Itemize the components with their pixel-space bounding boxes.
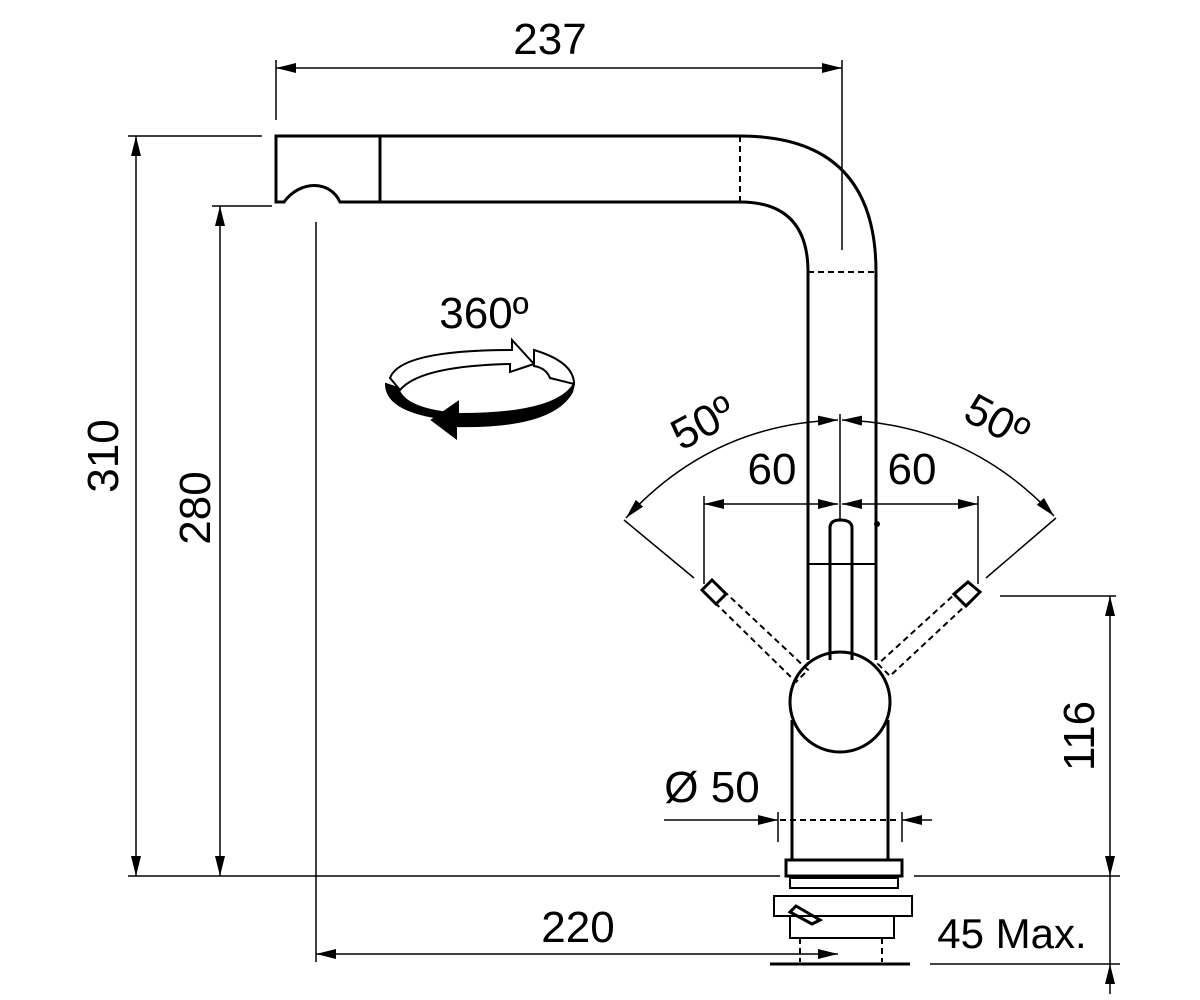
faucet-outline [274, 134, 983, 966]
rotation-arrow-side [533, 348, 576, 386]
label-45-max: 45 Max. [937, 910, 1086, 957]
dim-spout-height: 280 [171, 205, 272, 876]
label-angle-right: 50º [957, 384, 1037, 458]
column-pin [874, 521, 880, 527]
fixing-nut [789, 915, 895, 939]
spout-head [274, 134, 382, 204]
lever-center [828, 518, 854, 660]
label-360: 360º [439, 289, 528, 338]
label-diameter: Ø 50 [664, 763, 759, 812]
dim-lever-height: 116 [914, 595, 1120, 877]
label-angle-left: 50º [663, 386, 743, 460]
label-237: 237 [513, 15, 586, 64]
dim-deck-thickness: 45 Max. [930, 876, 1120, 994]
dim-base-diameter: Ø 50 [664, 763, 932, 842]
lever-right-ghost [876, 580, 982, 678]
label-220: 220 [541, 903, 614, 952]
dim-total-height: 310 [79, 135, 780, 877]
label-280: 280 [171, 471, 220, 544]
rotation-arrow-top [388, 337, 536, 392]
label-reach-left: 60 [748, 445, 797, 494]
elbow-inner [739, 200, 810, 273]
rotation-arrow-bottom [384, 382, 575, 440]
rotation-symbol: 360º [384, 289, 576, 440]
lever-left-ghost [700, 578, 810, 684]
label-310: 310 [79, 419, 128, 492]
lever-right-tip [951, 580, 983, 609]
dim-spout-reach-top: 237 [275, 15, 843, 250]
label-116: 116 [1055, 701, 1104, 771]
dim-lever-reach: 60 60 [703, 445, 979, 584]
lever-hub [788, 650, 892, 754]
dim-spout-reach-bottom: 220 [315, 222, 838, 962]
dim-lever-angles: 50º 50º [623, 384, 1057, 579]
base-ring [784, 858, 904, 878]
lever-left-tip [699, 577, 729, 607]
label-reach-right: 60 [888, 445, 937, 494]
base-washer [789, 877, 899, 889]
